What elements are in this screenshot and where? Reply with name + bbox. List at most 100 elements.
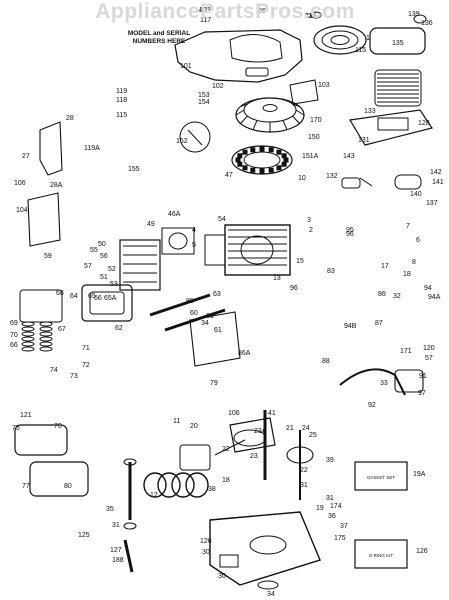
part-number-label: 27	[22, 153, 30, 160]
gasket-plate	[289, 79, 319, 105]
part-number-label: 171	[400, 348, 412, 355]
stator-pole	[237, 153, 243, 159]
part-number-label: 115	[116, 112, 127, 119]
part-number-label: 151A	[302, 153, 319, 160]
o-ring-kit-box	[354, 539, 408, 569]
part-number-label: 26	[258, 8, 266, 15]
part-number-label: 1	[366, 35, 370, 42]
cylinder-block	[224, 224, 291, 276]
breather-plate	[19, 289, 63, 323]
carburetor	[394, 369, 424, 393]
flywheel-fin	[235, 109, 245, 116]
part-number-label: 31	[112, 522, 120, 529]
callout-circle	[179, 121, 211, 153]
part-number-label: 4	[192, 227, 196, 234]
part-number-label: 143	[343, 153, 355, 160]
piston-ring	[171, 472, 195, 498]
part-number-label: 136	[421, 20, 433, 27]
part-number-label: 75	[12, 425, 20, 432]
flywheel-fin	[295, 109, 305, 116]
part-number-label: 31	[326, 495, 334, 502]
fuel-valve	[341, 177, 361, 189]
stator-pole	[283, 157, 289, 163]
part-number-label: 65	[88, 293, 96, 300]
air-cleaner-base	[349, 109, 433, 146]
part-number-label: 57	[84, 263, 92, 270]
part-number-label: 56	[100, 253, 108, 260]
stator-pole	[281, 153, 287, 159]
blower-housing-opening	[229, 34, 283, 63]
part-number-label: 19A	[413, 471, 426, 478]
part-number-label: 152	[176, 138, 188, 145]
stator-pole	[259, 146, 265, 152]
part-number-label: 66	[94, 295, 102, 302]
cylinder-head	[119, 239, 161, 291]
part-number-label: 79	[210, 380, 218, 387]
part-number-label: 95	[346, 227, 354, 234]
part-number-label: 140	[410, 191, 422, 198]
head-gasket-bore	[168, 232, 188, 250]
part-number-label: 61	[214, 327, 222, 334]
flywheel-fin	[252, 120, 258, 130]
part-number-label: 85	[186, 298, 194, 305]
part-number-label: 5	[192, 242, 196, 249]
callout-detail	[187, 129, 203, 146]
part-number-label: 175	[334, 535, 346, 542]
stator-pole	[237, 161, 243, 167]
stator	[231, 145, 293, 175]
part-number-label: 116	[305, 13, 316, 20]
part-number-label: 101	[180, 63, 192, 70]
blower-housing	[174, 29, 303, 83]
part-number-label: 154	[198, 99, 210, 106]
screen-nut	[310, 11, 322, 19]
part-number-label: 106	[14, 180, 26, 187]
part-number-label: 83	[327, 268, 335, 275]
crank-counterweight	[233, 429, 267, 447]
muffler	[29, 461, 89, 497]
part-number-label: 8	[412, 259, 416, 266]
part-number-label: 30	[218, 573, 226, 580]
part-number-label: 61	[206, 313, 214, 320]
crankcase-bearing	[249, 535, 287, 555]
part-number-label: 126	[416, 548, 428, 555]
part-number-label: 133	[364, 108, 376, 115]
watermark-text: AppliancePartsPros.com	[95, 0, 355, 23]
part-number-label: 88	[322, 358, 330, 365]
part-number-label: 70	[10, 332, 18, 339]
part-number-label: 23A	[254, 428, 267, 435]
part-number-label: 91	[419, 373, 427, 380]
crankcase-gasket	[189, 311, 241, 367]
crankcase-boss	[219, 554, 239, 568]
part-number-label: 120	[423, 345, 435, 352]
flywheel-screen-inner	[330, 35, 350, 45]
dipstick	[123, 539, 134, 573]
part-number-label: 102	[212, 83, 224, 90]
flywheel-screen-ring	[321, 30, 359, 50]
flywheel-fin	[292, 103, 300, 107]
spring-part	[359, 177, 373, 187]
part-number-label: 51	[100, 274, 108, 281]
part-number-label: 67	[58, 326, 66, 333]
stator-pole	[235, 157, 241, 163]
part-number-label: 153	[198, 92, 210, 99]
stator-center	[243, 151, 281, 169]
part-number-label: 86	[378, 291, 386, 298]
cylinder-bore	[240, 235, 274, 265]
crankcase-side	[204, 234, 226, 266]
part-number-label: 47	[225, 172, 233, 179]
valve-spring-coil	[21, 331, 35, 337]
part-number-label: 46A	[168, 211, 181, 218]
piston-ring	[143, 472, 167, 498]
part-number-label: 22	[300, 467, 308, 474]
part-number-label: 12	[150, 492, 158, 499]
piston-ring	[157, 472, 181, 498]
air-filter-element	[374, 69, 422, 107]
flywheel-fin	[282, 99, 288, 101]
stator-pole	[281, 161, 287, 167]
part-number-label: 68	[56, 290, 64, 297]
part-number-label: 3	[307, 217, 311, 224]
part-number-label: 41	[268, 410, 276, 417]
crank-throw	[229, 417, 276, 453]
part-number-label: 33	[380, 380, 388, 387]
